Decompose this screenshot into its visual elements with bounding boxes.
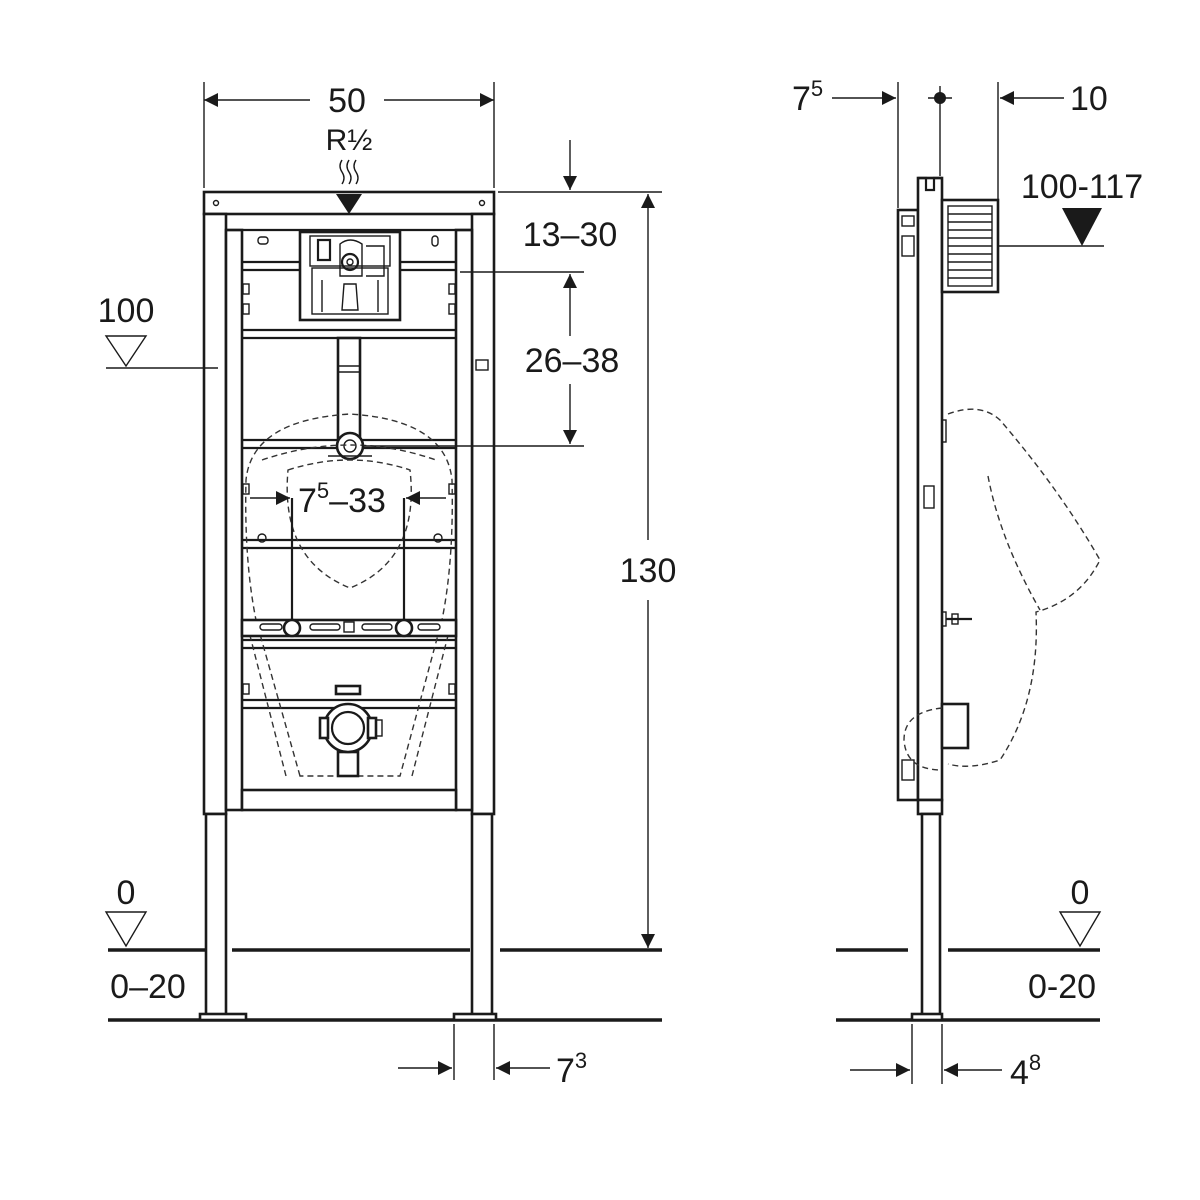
right-foot (452, 1012, 498, 1022)
right-upright (470, 212, 496, 816)
foot-width-dimension: 48 (1010, 1050, 1041, 1092)
urinal-side-outline (947, 408, 1101, 767)
level-marker-icon (104, 335, 148, 368)
left-upright (202, 212, 228, 816)
flush-housing (940, 198, 1000, 294)
side-leg (920, 812, 942, 1018)
level-0-label: 0 (117, 874, 136, 912)
front-view: 50 R½ 13–30 26–38 130 75–33 100 0 0–20 (98, 82, 677, 1090)
side-floor-range-label: 0-20 (1028, 968, 1096, 1006)
front-depth-dimension: 75 (792, 76, 823, 118)
level-marker-icon (1058, 911, 1102, 948)
outlet-connector (335, 431, 365, 461)
height-dimension: 130 (620, 552, 677, 590)
supply-inlet-arrow (336, 194, 362, 214)
bracket-spacing-dimension: 75–33 (298, 478, 386, 520)
floor-range-label: 0–20 (110, 968, 186, 1006)
bracket-bolt (282, 618, 302, 638)
supply-pipe (336, 336, 362, 448)
drain-connection (318, 684, 383, 778)
bottom-crossbar (240, 788, 458, 812)
flush-valve-unit (298, 230, 402, 322)
left-foot (198, 1012, 248, 1022)
flush-height-marker (1062, 208, 1102, 246)
top-offset-dimension: 13–30 (523, 216, 618, 254)
width-dimension: 50 (328, 82, 366, 120)
foot-offset-dimension: 73 (556, 1048, 587, 1090)
side-view: 75 10 100-117 0 0-20 48 (792, 76, 1143, 1092)
pipe-thread-label: R½ (326, 124, 373, 157)
frame-side-profile (896, 208, 920, 802)
bracket-bolt (394, 618, 414, 638)
left-leg (204, 812, 228, 1018)
flush-height-dimension: 100-117 (1021, 168, 1143, 206)
left-inner-rail (224, 228, 244, 812)
urinal-outline (245, 413, 453, 777)
rear-depth-dimension: 10 (1070, 80, 1108, 118)
level-marker-icon (104, 911, 148, 948)
level-100-label: 100 (98, 292, 155, 330)
side-level-0-label: 0 (1071, 874, 1090, 912)
valve-offset-dimension: 26–38 (525, 342, 620, 380)
right-leg (470, 812, 494, 1018)
right-inner-rail (454, 228, 474, 812)
